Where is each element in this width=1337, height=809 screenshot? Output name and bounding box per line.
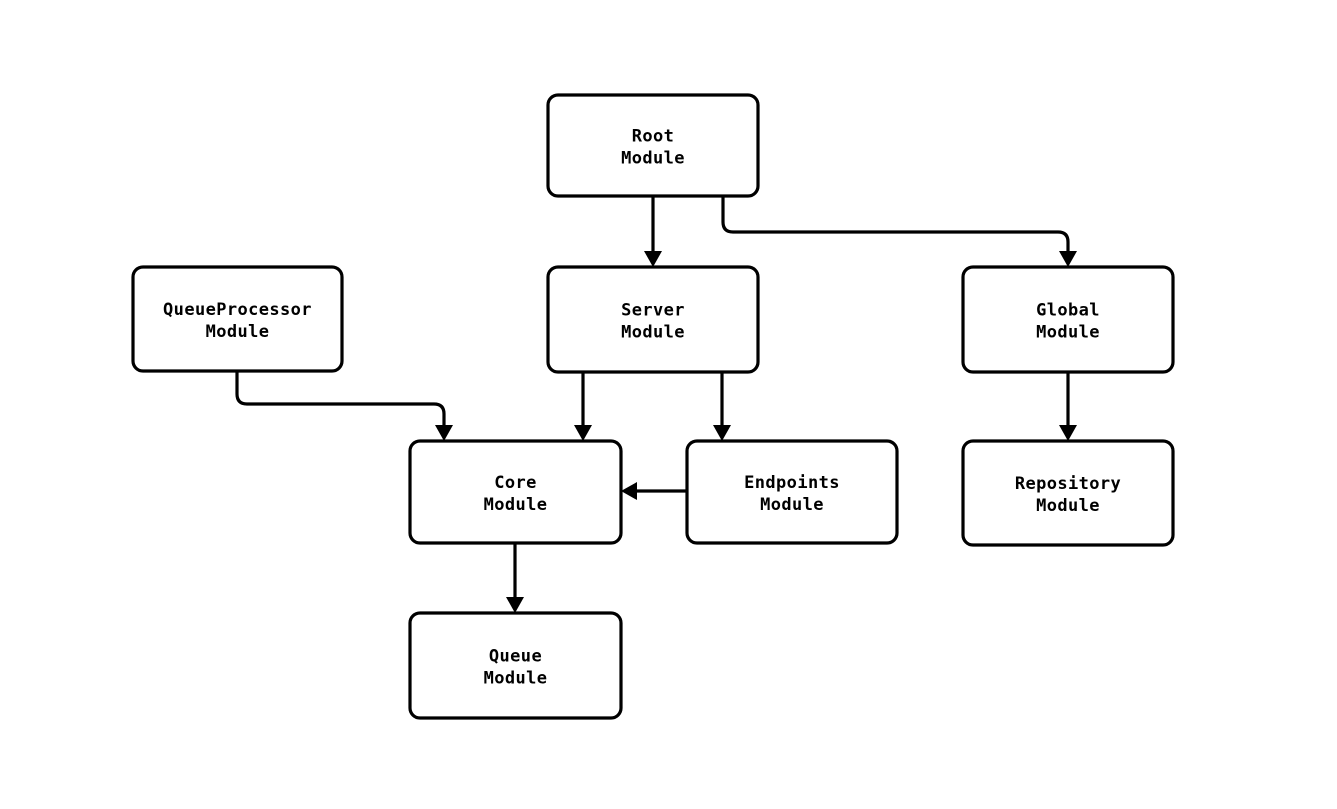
node-label-line1: Global	[1036, 301, 1100, 321]
edges-layer	[235, 196, 1077, 613]
node-label-line1: QueueProcessor	[163, 300, 312, 320]
edge-queueprocessor-to-core	[235, 371, 453, 441]
node-label-line1: Core	[494, 473, 537, 493]
arrowhead-down-icon	[644, 251, 662, 267]
edge-server-to-endpoints	[713, 372, 731, 441]
node-box[interactable]	[408, 439, 623, 545]
nodes-layer: RootModuleQueueProcessorModuleServerModu…	[131, 93, 1175, 720]
node-label-line2: Module	[206, 322, 270, 342]
edge-endpoints-to-core	[621, 482, 687, 500]
edge-global-to-repository	[1059, 372, 1077, 441]
node-label-line1: Queue	[489, 647, 542, 667]
node-label-line2: Module	[1036, 496, 1100, 516]
edge-line	[721, 196, 1070, 251]
node-label-line2: Module	[621, 323, 685, 343]
arrowhead-down-icon	[435, 425, 453, 441]
node-label-line2: Module	[760, 495, 824, 515]
edge-root-to-server	[644, 196, 662, 267]
arrowhead-down-icon	[506, 597, 524, 613]
node-label-line2: Module	[621, 149, 685, 169]
node-box[interactable]	[546, 265, 760, 374]
node-label-line1: Repository	[1015, 474, 1121, 494]
edge-core-to-queue	[506, 543, 524, 613]
node-box[interactable]	[408, 611, 623, 720]
arrowhead-down-icon	[713, 425, 731, 441]
node-label-line2: Module	[484, 669, 548, 689]
node-box[interactable]	[685, 439, 899, 545]
arrowhead-down-icon	[1059, 425, 1077, 441]
node-label-line1: Root	[632, 127, 675, 147]
arrowhead-down-icon	[574, 425, 592, 441]
node-box[interactable]	[961, 439, 1175, 547]
edge-server-to-core	[574, 372, 592, 441]
node-label-line2: Module	[1036, 323, 1100, 343]
arrowhead-left-icon	[621, 482, 637, 500]
arrowhead-down-icon	[1059, 251, 1077, 267]
node-box[interactable]	[546, 93, 760, 198]
node-box[interactable]	[131, 265, 344, 373]
node-label-line2: Module	[484, 495, 548, 515]
edge-line	[235, 371, 446, 425]
node-label-line1: Endpoints	[744, 473, 840, 493]
node-box[interactable]	[961, 265, 1175, 374]
node-label-line1: Server	[621, 301, 685, 321]
edge-root-to-global	[721, 196, 1077, 267]
